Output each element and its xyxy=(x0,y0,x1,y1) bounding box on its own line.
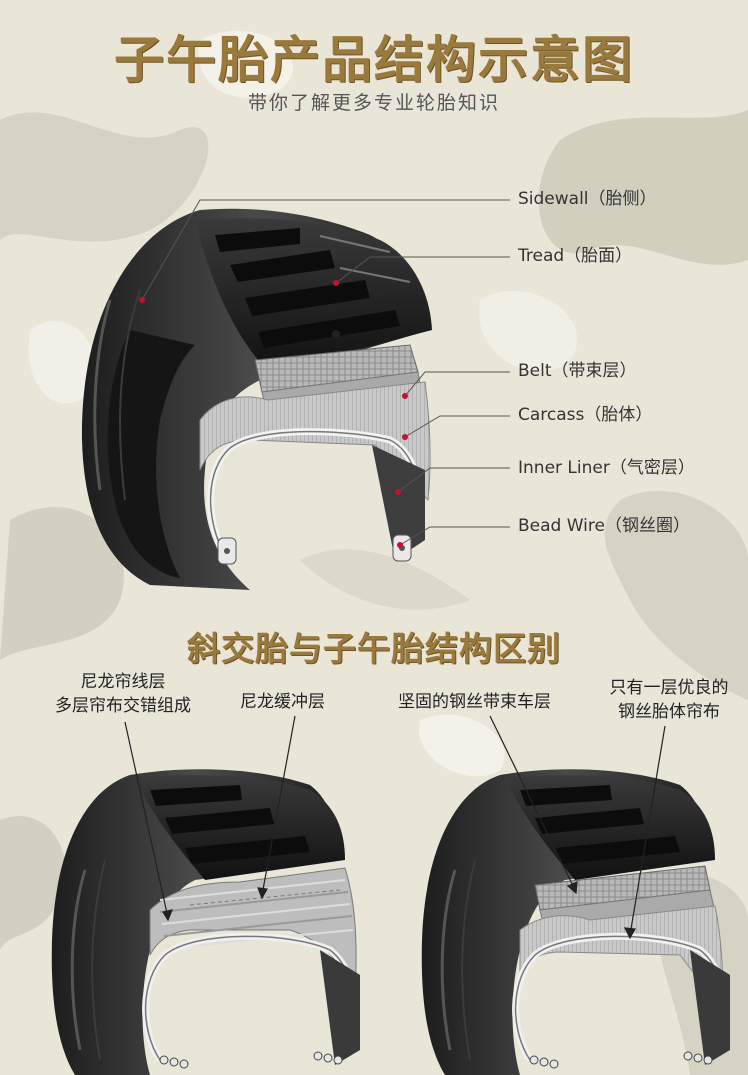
radial-note-carcass-line-2: 钢丝胎体帘布 xyxy=(618,702,720,722)
label-tread: Tread（胎面） xyxy=(518,246,633,266)
inner-liner-marker xyxy=(395,489,401,495)
page-title: 子午胎产品结构示意图 xyxy=(114,31,634,89)
label-inner-liner: Inner Liner（气密层） xyxy=(518,458,695,478)
carcass-marker xyxy=(402,434,408,440)
belt-marker xyxy=(402,393,408,399)
radial-tire-comparison xyxy=(421,769,730,1075)
bead-wire-marker xyxy=(397,542,403,548)
bias-note-plies: 尼龙帘线层 多层帘布交错组成 xyxy=(38,670,208,718)
label-bead-wire: Bead Wire（钢丝圈） xyxy=(518,516,690,536)
bias-note-plies-line-1: 尼龙帘线层 xyxy=(80,672,166,692)
bias-note-plies-line-2: 多层帘布交错组成 xyxy=(55,696,191,716)
label-carcass: Carcass（胎体） xyxy=(518,405,653,425)
radial-leader-lines xyxy=(141,199,510,546)
bias-tire xyxy=(51,769,360,1075)
radial-tire-main xyxy=(81,208,432,590)
radial-note-steel-belt: 坚固的钢丝带束车层 xyxy=(398,692,551,712)
page-subtitle: 带你了解更多专业轮胎知识 xyxy=(247,92,500,114)
label-belt: Belt（带束层） xyxy=(518,361,637,381)
label-sidewall: Sidewall（胎侧） xyxy=(518,189,657,209)
sidewall-marker xyxy=(139,297,145,303)
radial-marker-dots xyxy=(139,280,408,548)
comparison-arrows xyxy=(124,715,666,940)
radial-note-carcass-line-1: 只有一层优良的 xyxy=(609,678,729,698)
comparison-title: 斜交胎与子午胎结构区别 xyxy=(187,629,561,668)
tread-marker xyxy=(333,280,339,286)
bias-note-buffer: 尼龙缓冲层 xyxy=(240,692,325,712)
radial-note-carcass: 只有一层优良的 钢丝胎体帘布 xyxy=(594,676,744,724)
